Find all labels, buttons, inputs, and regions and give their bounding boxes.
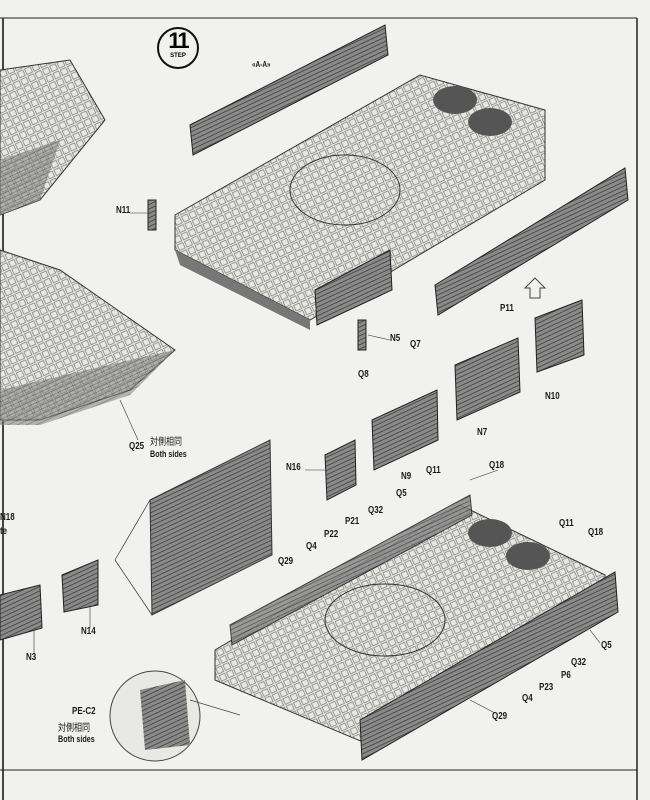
label-q29-side: Q29 bbox=[492, 711, 508, 722]
step-word: STEP bbox=[170, 53, 186, 59]
label-q32-side: Q32 bbox=[571, 657, 587, 668]
part-n3 bbox=[0, 584, 43, 641]
part-n16 bbox=[324, 439, 357, 501]
partial-tank-top-left bbox=[0, 59, 106, 216]
part-n7 bbox=[454, 337, 521, 421]
label-q18-right: Q18 bbox=[588, 527, 604, 538]
leader-lines bbox=[33, 212, 601, 714]
label-q4-side: Q4 bbox=[522, 693, 533, 704]
label-p22: P22 bbox=[324, 529, 339, 540]
part-n10 bbox=[534, 299, 585, 373]
note-both-sides-en: Both sides bbox=[150, 449, 187, 459]
part-n14 bbox=[61, 559, 99, 613]
label-q8: Q8 bbox=[358, 369, 369, 380]
side-skirt-lower-right bbox=[359, 571, 619, 761]
label-q4: Q4 bbox=[306, 541, 317, 552]
side-skirt-front-upper bbox=[314, 249, 393, 326]
label-n3: N3 bbox=[26, 652, 37, 663]
label-q18: Q18 bbox=[489, 460, 505, 471]
part-n5 bbox=[357, 319, 367, 351]
arrow-indicator bbox=[523, 277, 547, 299]
label-p23: P23 bbox=[539, 682, 554, 693]
side-skirt-a-a bbox=[189, 24, 389, 156]
step-number: 11 bbox=[168, 28, 189, 53]
label-q32: Q32 bbox=[368, 505, 384, 516]
step-badge: 11 STEP bbox=[157, 27, 199, 69]
label-partial-text: te bbox=[0, 526, 8, 537]
tank-hull-upper bbox=[174, 74, 546, 330]
label-n9: N9 bbox=[401, 471, 412, 482]
label-n16: N16 bbox=[286, 462, 301, 473]
label-p6: P6 bbox=[561, 670, 571, 681]
label-n11: N11 bbox=[116, 205, 131, 216]
part-n11 bbox=[147, 199, 157, 231]
section-label: «A-A» bbox=[252, 60, 271, 69]
note-both-sides-cn: 対側相同 bbox=[150, 437, 182, 448]
side-skirt-lower-left bbox=[229, 494, 473, 646]
label-q11-right: Q11 bbox=[559, 518, 574, 529]
note-both-sides-en-lower: Both sides bbox=[58, 734, 95, 744]
label-p21: P21 bbox=[345, 516, 360, 527]
label-n5: N5 bbox=[390, 333, 401, 344]
label-n10: N10 bbox=[545, 391, 560, 402]
label-pe-c2: PE-C2 bbox=[72, 706, 96, 717]
label-q25: Q25 bbox=[129, 441, 145, 452]
label-n18-partial: N18 bbox=[0, 512, 15, 523]
side-skirt-right-upper bbox=[434, 167, 629, 316]
label-q5-side: Q5 bbox=[601, 640, 612, 651]
partial-tank-middle-left bbox=[0, 249, 176, 425]
note-both-sides-cn-lower: 対側相同 bbox=[58, 723, 90, 734]
label-q11: Q11 bbox=[426, 465, 441, 476]
label-p11: P11 bbox=[500, 303, 514, 314]
label-q7: Q7 bbox=[410, 339, 421, 350]
label-q5: Q5 bbox=[396, 488, 407, 499]
label-q29: Q29 bbox=[278, 556, 294, 567]
label-n7: N7 bbox=[477, 427, 488, 438]
detail-inset-grille bbox=[149, 439, 273, 616]
part-n9 bbox=[371, 389, 439, 471]
label-n14: N14 bbox=[81, 626, 96, 637]
